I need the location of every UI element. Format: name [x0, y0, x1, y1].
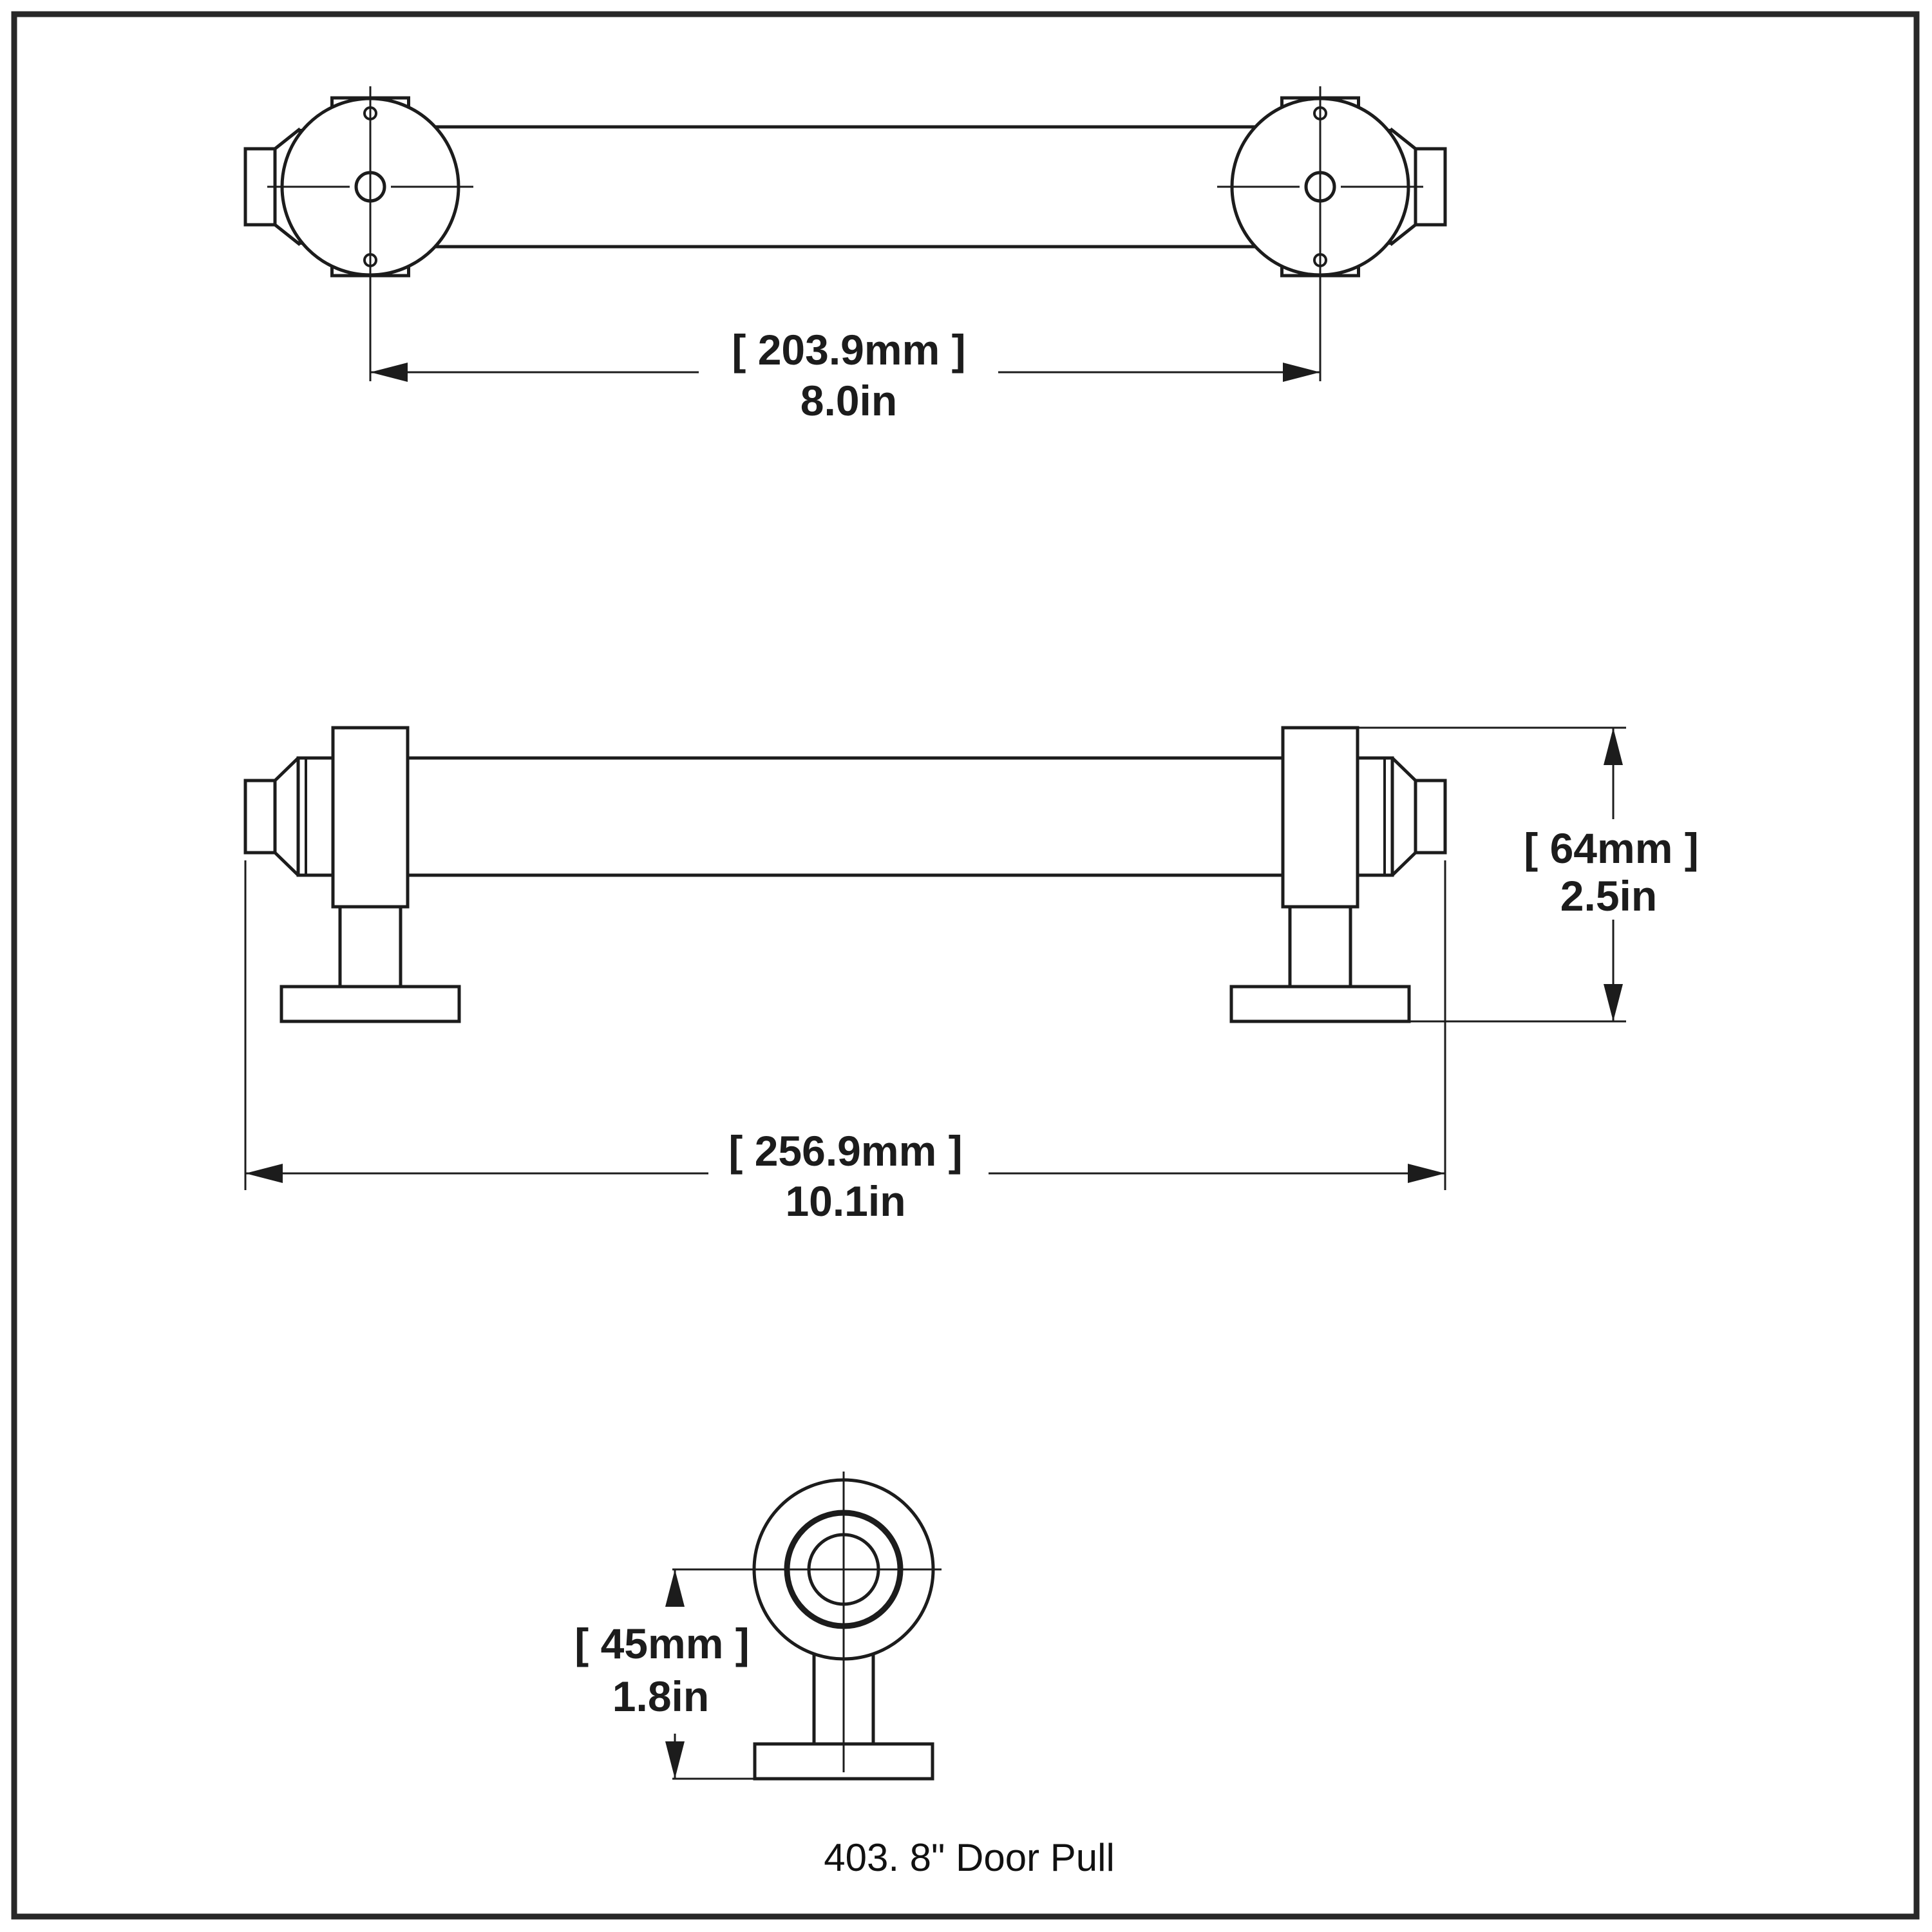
plan-left-center-hole	[354, 171, 386, 203]
plan-right-taper-bottom	[1389, 223, 1417, 246]
front-left-taper-top	[274, 757, 299, 782]
front-left-base-flange	[279, 985, 461, 1023]
projection-arrow-top	[665, 1569, 685, 1607]
front-right-collar	[1281, 726, 1359, 909]
length-imperial-label: 10.1in	[785, 1177, 905, 1225]
hole-spacing-metric-label: [ 203.9mm ]	[732, 326, 965, 374]
plan-right-taper-top	[1389, 128, 1417, 150]
hole-spacing-arrow-left	[370, 363, 408, 382]
plan-view: [ 203.9mm ] 8.0in	[243, 86, 1447, 424]
plan-right-upper-hole	[1313, 106, 1327, 120]
front-left-ring-band	[296, 756, 335, 877]
height-arrow-bottom	[1604, 984, 1623, 1021]
length-arrow-left	[245, 1164, 283, 1183]
plan-left-upper-hole	[363, 106, 377, 120]
length-metric-label: [ 256.9mm ]	[728, 1127, 962, 1175]
plan-right-center-hole	[1304, 171, 1336, 203]
height-metric-label: [ 64mm ]	[1524, 824, 1698, 872]
plan-left-taper-bottom	[274, 223, 301, 246]
side-view: [ 45mm ] 1.8in	[574, 1472, 942, 1781]
hole-spacing-imperial-label: 8.0in	[800, 377, 897, 424]
sheet-border	[11, 11, 1920, 1920]
front-right-post	[1288, 905, 1352, 989]
front-right-taper-bottom	[1391, 851, 1417, 876]
hole-spacing-arrow-right	[1283, 363, 1320, 382]
front-right-base-flange	[1229, 985, 1411, 1023]
front-left-post	[338, 905, 402, 989]
front-right-ring-band	[1356, 756, 1394, 877]
projection-metric-label: [ 45mm ]	[574, 1620, 749, 1667]
length-arrow-right	[1408, 1164, 1445, 1183]
front-right-taper-top	[1391, 757, 1417, 782]
front-left-end-cap	[243, 779, 277, 855]
height-arrow-top	[1604, 728, 1623, 765]
front-view: [ 256.9mm ] 10.1in [ 64mm ] 2.5in	[243, 726, 1699, 1225]
height-imperial-label: 2.5in	[1560, 872, 1657, 920]
plan-right-lower-hole	[1313, 253, 1327, 267]
plan-left-lower-hole	[363, 253, 377, 267]
front-left-collar	[331, 726, 410, 909]
front-left-taper-bottom	[274, 851, 299, 876]
drawing-caption: 403. 8" Door Pull	[824, 1836, 1115, 1879]
plan-left-taper-top	[274, 128, 301, 150]
projection-arrow-bottom	[665, 1741, 685, 1779]
front-right-end-cap	[1414, 779, 1447, 855]
projection-imperial-label: 1.8in	[612, 1672, 709, 1720]
